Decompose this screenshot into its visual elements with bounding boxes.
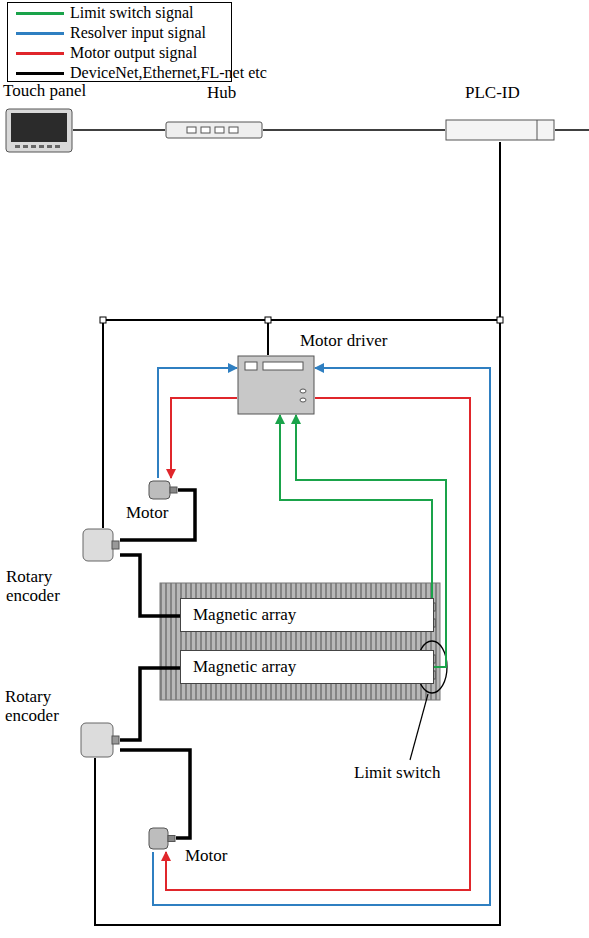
driver-icon [237,355,315,415]
signal-wire [158,368,237,478]
hub-icon [165,120,263,140]
legend-text: Motor output signal [70,44,197,62]
legend-swatch [16,32,64,35]
device-label: PLC-ID [465,84,520,103]
legend-swatch [16,52,64,55]
plc-icon [445,118,555,142]
legend-text: DeviceNet,Ethernet,FL-net etc [70,64,267,82]
signal-wire [95,142,500,925]
legend-box: Limit switch signalResolver input signal… [7,2,232,82]
motor-icon [148,825,176,852]
magnetic-array-box: Magnetic array [180,598,434,632]
node-label: Magnetic array [181,599,433,631]
signal-wire [120,555,180,616]
signal-wire [120,750,190,838]
bus-junction [265,317,271,323]
signal-wire [171,398,237,478]
legend-swatch [16,12,64,15]
signal-wire [153,368,490,905]
signal-wire [268,142,500,355]
signal-wire [73,129,165,131]
leader-line [410,694,428,760]
signal-wire [103,142,500,528]
driver-device: Motor driver [237,355,315,415]
device-label: Motor [126,504,169,523]
bus-junction [100,317,106,323]
bus-junction [497,317,503,323]
device-label: Touch panel [3,82,86,101]
motor-device: Motor [148,825,176,852]
base-plate [160,583,440,700]
legend-swatch [16,72,64,75]
panel-device: Touch panel [5,108,73,153]
magnetic-array-box: Magnetic array [180,650,434,684]
signal-wire [120,668,180,740]
enc-device: Rotary encoder [80,722,120,758]
device-label: Rotary encoder [5,688,77,725]
legend-text: Limit switch signal [70,4,194,22]
panel-icon [5,108,73,153]
device-label: Hub [207,84,236,103]
enc-icon [80,722,120,758]
motor-device: Motor [148,478,178,502]
plc-device: PLC-ID [445,118,555,142]
signal-wire [280,415,434,607]
network-wire [555,129,589,131]
hub-device: Hub [165,120,263,140]
motor-icon [148,478,178,502]
signal-wire [166,398,470,890]
enc-icon [82,528,120,562]
device-label: Motor [185,847,228,866]
enc-device: Rotary encoder [82,528,120,562]
node-label: Magnetic array [181,651,433,683]
signal-wire [263,129,445,131]
legend-text: Resolver input signal [70,24,206,42]
device-label: Rotary encoder [6,568,80,605]
device-label: Motor driver [300,332,387,351]
callout-label: Limit switch [352,764,442,783]
